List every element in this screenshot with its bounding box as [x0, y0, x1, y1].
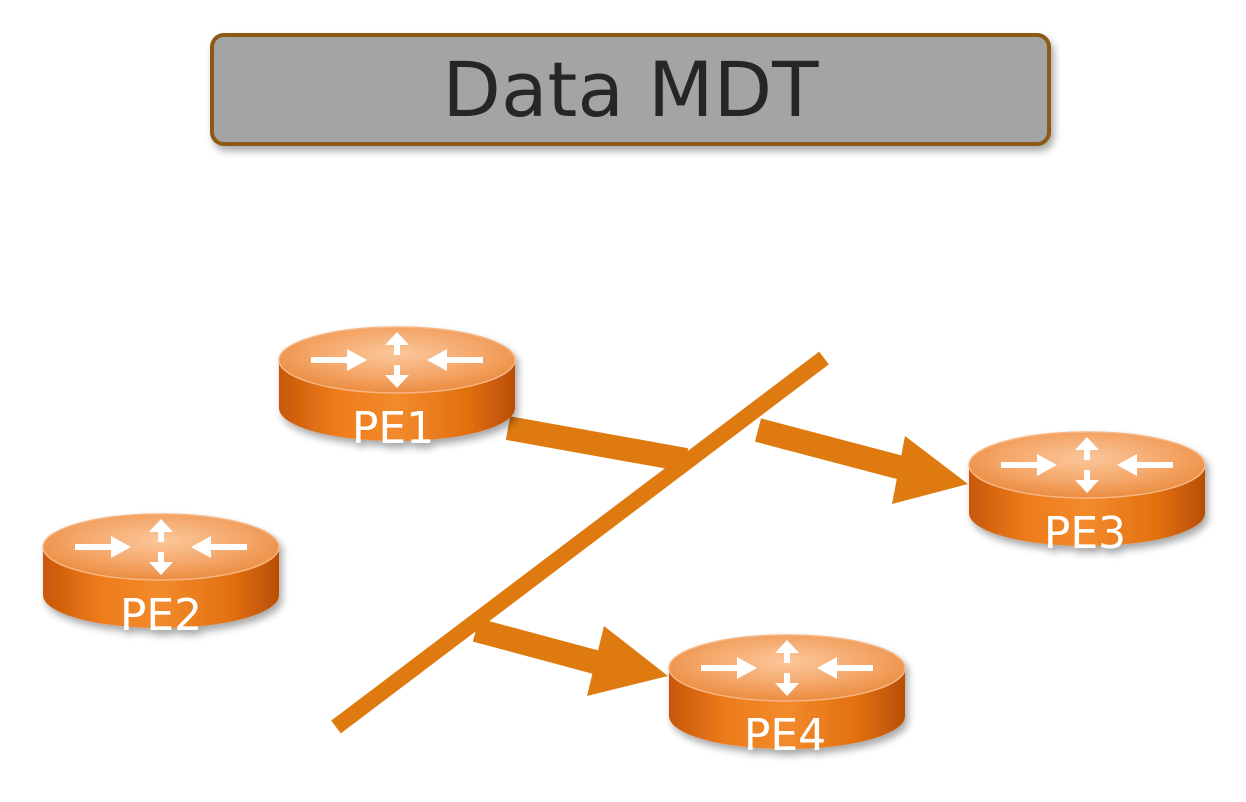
- arrow-to-pe3: [754, 418, 968, 504]
- diagram-title: Data MDT: [442, 44, 819, 134]
- mdt-tunnel-line: [331, 351, 829, 734]
- router-pe3-label: PE3: [1044, 508, 1126, 559]
- router-pe2-label: PE2: [120, 590, 202, 641]
- arrow-to-pe4: [472, 618, 668, 696]
- router-pe2: PE2: [42, 513, 280, 641]
- router-pe4: PE4: [668, 634, 906, 761]
- router-pe1-label: PE1: [352, 403, 434, 454]
- router-pe1: PE1: [278, 326, 516, 454]
- title-banner: Data MDT: [210, 33, 1051, 146]
- router-pe4-label: PE4: [744, 710, 826, 761]
- pe1-to-tunnel-link: [505, 416, 689, 472]
- router-pe3: PE3: [968, 431, 1206, 559]
